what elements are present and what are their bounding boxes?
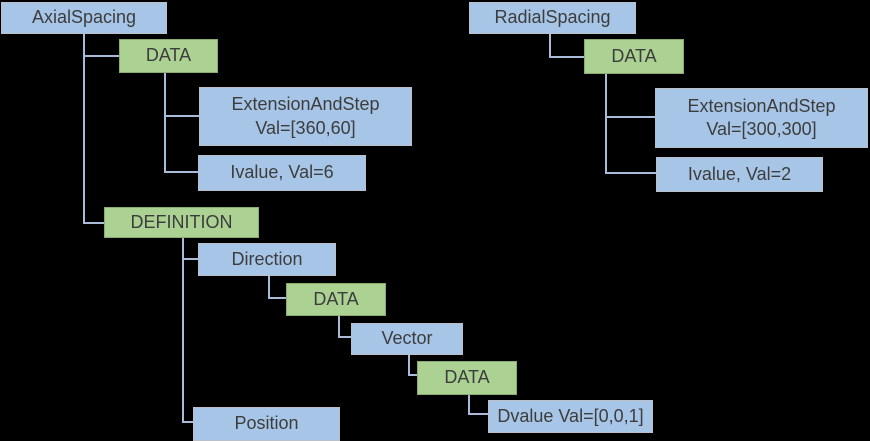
connector: [549, 56, 584, 58]
connector: [83, 222, 104, 224]
connector: [605, 74, 607, 174]
connector: [164, 115, 199, 117]
node-direction: Direction: [198, 243, 336, 276]
node-ivalue-radial: Ivalue, Val=2: [656, 157, 823, 192]
connector: [83, 34, 85, 224]
connector: [338, 316, 340, 338]
connector: [468, 395, 470, 415]
connector: [182, 421, 193, 423]
connector: [408, 374, 417, 376]
node-ivalue-axial: Ivalue, Val=6: [198, 155, 366, 191]
connector: [549, 34, 551, 58]
connector: [164, 171, 198, 173]
node-extensionandstep-axial: ExtensionAndStep Val=[360,60]: [199, 87, 412, 146]
node-position: Position: [193, 407, 340, 441]
node-data-axial: DATA: [119, 39, 218, 73]
node-data-vector: DATA: [417, 361, 517, 395]
connector: [408, 355, 410, 376]
node-data-direction: DATA: [286, 283, 386, 316]
node-radialspacing: RadialSpacing: [469, 2, 636, 34]
connector: [268, 276, 270, 299]
connector: [605, 116, 655, 118]
node-axialspacing: AxialSpacing: [1, 2, 167, 34]
node-vector: Vector: [351, 323, 463, 355]
connector: [338, 336, 351, 338]
connector: [468, 413, 488, 415]
connector: [268, 297, 286, 299]
connector: [605, 172, 656, 174]
node-dvalue: Dvalue Val=[0,0,1]: [488, 400, 653, 433]
connector: [164, 73, 166, 173]
node-data-radial: DATA: [584, 39, 684, 74]
connector: [83, 55, 119, 57]
node-extensionandstep-radial: ExtensionAndStep Val=[300,300]: [655, 88, 868, 148]
connector: [182, 238, 184, 423]
connector: [182, 258, 198, 260]
node-definition: DEFINITION: [104, 207, 259, 238]
